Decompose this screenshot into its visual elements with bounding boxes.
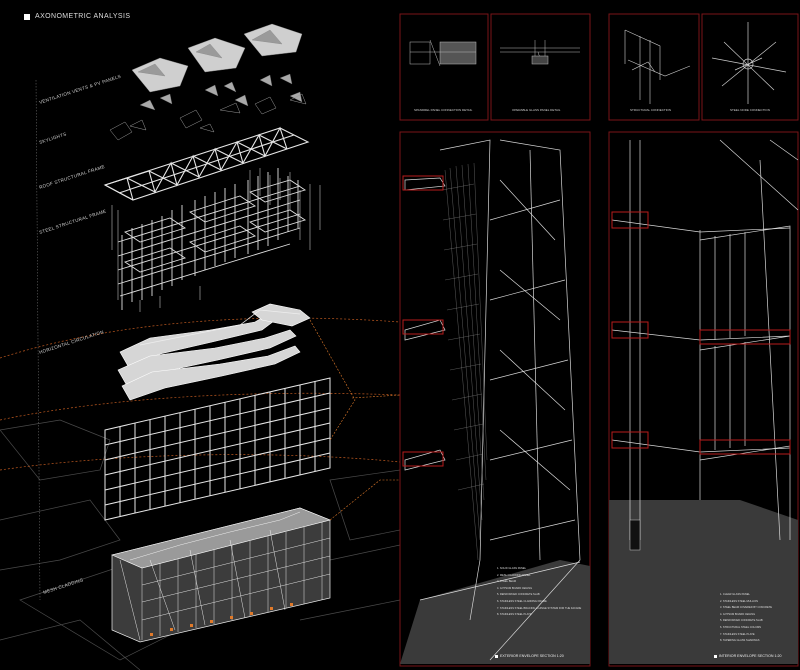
building-massing <box>111 507 331 643</box>
interior-legend-item: 3. STEEL BEAM COVERED BY CONCRETE <box>720 606 773 610</box>
detail-frames <box>399 13 799 667</box>
caption-spandrel: SPANDREL PANEL CONNECTION DETAIL <box>414 108 473 112</box>
title-square-icon <box>24 13 30 20</box>
circulation-layer <box>117 303 311 401</box>
roof-frame-layer <box>103 126 310 201</box>
interior-legend-item: 6. STRUCTURAL STEEL COLUMN <box>720 625 762 629</box>
exterior-legend-item: 6. STAINLESS STEEL CLADDING FRAME <box>497 599 547 603</box>
site-arcs <box>0 317 401 471</box>
caption-structural: STRUCTURAL CONNECTION <box>630 108 672 112</box>
interior-section-title: INTERIOR ENVELOPE SECTION 1:20 <box>714 654 782 658</box>
mesh-cladding-strip <box>441 162 488 561</box>
exterior-legend-item: 3. STEEL BEAM <box>497 580 517 584</box>
pv-panels-layer <box>131 23 303 93</box>
connector-arrows <box>309 319 401 521</box>
interior-legend-item: 4. GYPSUM BOARD CEILING <box>720 612 756 616</box>
detail-spandrel <box>409 39 477 67</box>
mesh-frame-layer <box>104 377 331 521</box>
exterior-title-square-icon <box>495 654 498 658</box>
interior-legend-item: 2. STAINLESS STEEL MULLION <box>720 599 759 603</box>
detail-operable <box>500 40 580 65</box>
exterior-section-title-text: EXTERIOR ENVELOPE SECTION 1:20 <box>500 654 564 658</box>
pv-panels-lower <box>139 73 303 111</box>
sheet-title-text: AXONOMETRIC ANALYSIS <box>35 13 131 20</box>
exterior-legend-item: 2. MESH CLADDING PANEL <box>497 573 531 577</box>
detail-structural <box>624 29 691 104</box>
sheet-title: AXONOMETRIC ANALYSIS <box>24 13 130 20</box>
guide-line <box>35 79 41 601</box>
exterior-legend-item: 8. STAINLESS STEEL PLATE <box>497 613 532 617</box>
interior-legend-item: 1. CLEAR GLASS PANEL <box>720 593 750 596</box>
exterior-legend-item: 7. STAINLESS STEEL BRACING & HINGE SYSTE… <box>497 606 582 610</box>
building-markers <box>150 603 293 636</box>
interior-legend-item: 5. REINFORCED CONCRETE SLAB <box>720 619 763 623</box>
exterior-legend-item: 4. GYPSUM BOARD CEILING <box>497 586 533 590</box>
skylights-layer <box>109 93 307 141</box>
interior-title-square-icon <box>714 654 717 658</box>
exterior-section-title: EXTERIOR ENVELOPE SECTION 1:20 <box>495 654 564 658</box>
interior-legend: 1. CLEAR GLASS PANEL 2. STAINLESS STEEL … <box>720 592 772 645</box>
circulation-outline <box>139 309 301 346</box>
exterior-legend-item: 5. REINFORCED CONCRETE SLAB <box>497 593 540 597</box>
interior-red-callouts <box>611 211 791 455</box>
detail-node <box>711 22 787 104</box>
interior-section-drawing <box>609 139 799 664</box>
column-lines <box>111 168 321 312</box>
interior-legend-item: 8. TAPERING GLASS SHADINGS <box>720 639 760 643</box>
exterior-legend: 1. SOLID GLASS PANEL 2. MESH CLADDING PA… <box>497 566 581 619</box>
interior-section-title-text: INTERIOR ENVELOPE SECTION 1:20 <box>719 654 782 658</box>
exterior-section-drawing <box>400 139 590 664</box>
interior-legend-item: 7. STAINLESS STEEL PLATE <box>720 632 755 636</box>
exterior-red-callouts <box>402 175 444 467</box>
steel-frame-layer <box>117 168 307 310</box>
caption-operable: OPERABLE GLASS PANEL DETAIL <box>512 108 561 112</box>
exterior-legend-item: 1. SOLID GLASS PANEL <box>497 567 527 570</box>
caption-node: STEEL NODE CONNECTION <box>730 108 770 112</box>
